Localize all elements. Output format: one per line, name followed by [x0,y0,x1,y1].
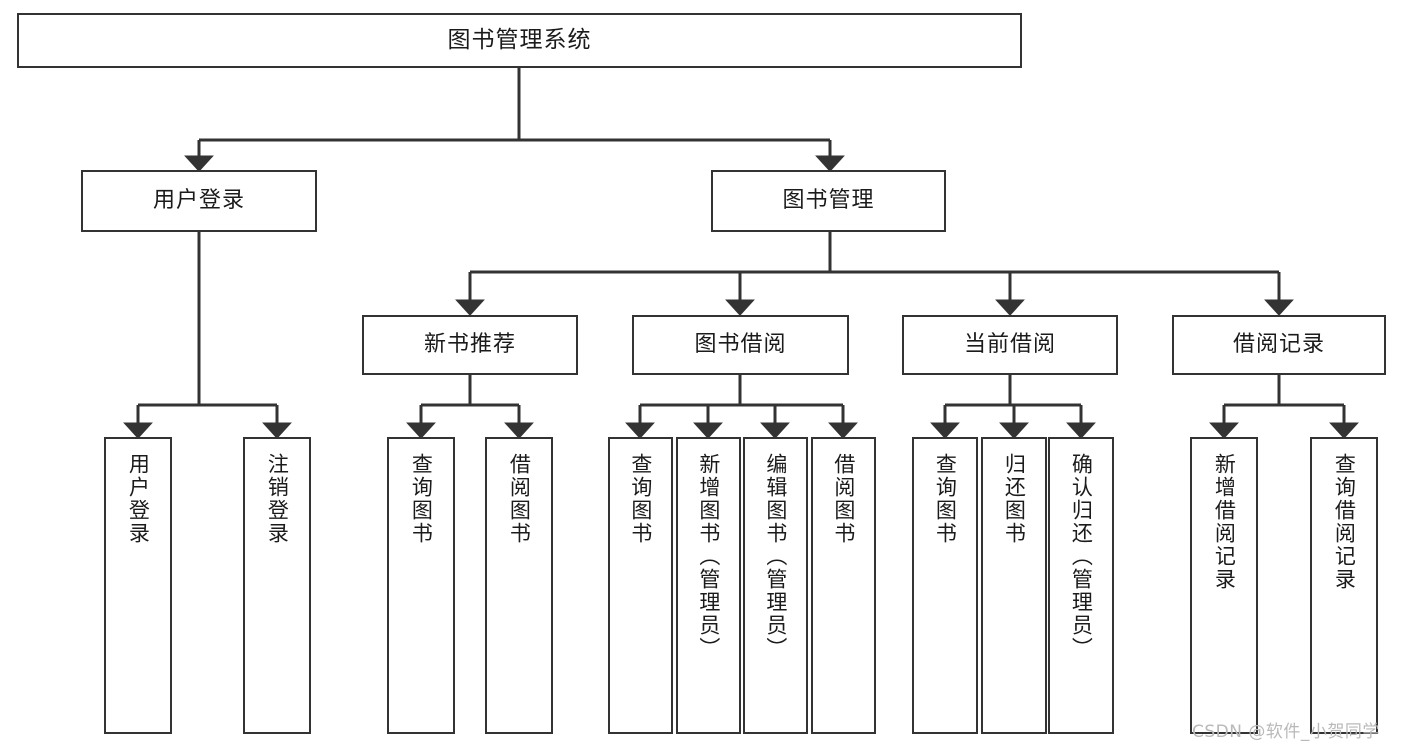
leaf-new-query-book[interactable]: 查询图书 [387,437,455,734]
node-label: 用户登录 [152,188,245,214]
node-label: 新增图书（管理员） [696,453,721,660]
node-label: 图书管理 [782,188,875,214]
node-label: 注销登录 [265,453,290,545]
node-user-login[interactable]: 用户登录 [81,170,317,232]
node-label: 用户登录 [126,453,151,545]
leaf-current-return-book[interactable]: 归还图书 [981,437,1047,734]
leaf-user-login[interactable]: 用户登录 [104,437,172,734]
node-current-borrow[interactable]: 当前借阅 [902,315,1118,375]
node-label: 借阅图书 [831,453,856,545]
node-label: 新书推荐 [423,332,516,358]
node-borrow-record[interactable]: 借阅记录 [1172,315,1386,375]
leaf-borrow-edit-book-admin[interactable]: 编辑图书（管理员） [743,437,808,734]
leaf-current-query-book[interactable]: 查询图书 [912,437,978,734]
node-label: 查询图书 [933,453,958,545]
leaf-new-borrow-book[interactable]: 借阅图书 [485,437,553,734]
leaf-borrow-add-book-admin[interactable]: 新增图书（管理员） [676,437,741,734]
node-label: 编辑图书（管理员） [763,453,788,660]
node-label: 图书借阅 [694,332,787,358]
node-label: 确认归还（管理员） [1069,453,1094,660]
node-label: 归还图书 [1002,453,1027,545]
node-book-management[interactable]: 图书管理 [711,170,946,232]
node-root-system[interactable]: 图书管理系统 [17,13,1022,68]
leaf-borrow-lend-book[interactable]: 借阅图书 [811,437,876,734]
node-label: 借阅图书 [507,453,532,545]
node-label: 查询图书 [409,453,434,545]
leaf-record-add[interactable]: 新增借阅记录 [1190,437,1258,734]
leaf-current-confirm-return-admin[interactable]: 确认归还（管理员） [1048,437,1114,734]
node-label: 借阅记录 [1232,332,1325,358]
node-label: 图书管理系统 [447,27,592,54]
leaf-user-logout[interactable]: 注销登录 [243,437,311,734]
node-new-book-recommend[interactable]: 新书推荐 [362,315,578,375]
node-label: 新增借阅记录 [1212,453,1237,591]
node-label: 当前借阅 [963,332,1056,358]
node-label: 查询借阅记录 [1332,453,1357,591]
node-book-borrow[interactable]: 图书借阅 [632,315,849,375]
node-label: 查询图书 [628,453,653,545]
leaf-record-query[interactable]: 查询借阅记录 [1310,437,1378,734]
leaf-borrow-query-book[interactable]: 查询图书 [608,437,673,734]
